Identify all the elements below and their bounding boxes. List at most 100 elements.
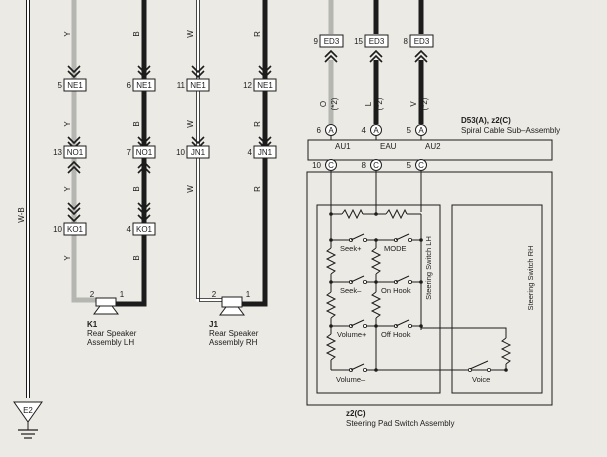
wire-color-labels: Y Y Y Y B B B B W W W R R R bbox=[63, 30, 262, 261]
pin-number: 1 bbox=[246, 290, 251, 299]
connector-ne1-row: 5 NE1 6 NE1 11 NE1 12 NE1 bbox=[58, 65, 277, 92]
spiral-terminal-label: EAU bbox=[380, 142, 397, 151]
wire-color-label: B bbox=[132, 31, 141, 36]
pin-number: 8 bbox=[404, 37, 409, 46]
pin-number: 5 bbox=[407, 126, 412, 135]
connector-box bbox=[186, 78, 210, 92]
pin-number: 7 bbox=[127, 148, 132, 157]
connector-ko1-row: 10 KO1 4 KO1 bbox=[53, 202, 156, 236]
speaker-icon bbox=[95, 297, 117, 307]
steering-pad-frame bbox=[306, 171, 553, 406]
wire-color-label: W bbox=[186, 185, 195, 193]
connector-label: NE1 bbox=[257, 81, 273, 90]
steering-switch-lh: Steering Switch LH bbox=[316, 171, 506, 394]
speaker-name: Rear Speaker bbox=[87, 329, 137, 338]
pin-number: 13 bbox=[53, 148, 62, 157]
connector-box bbox=[253, 78, 277, 92]
pin-letter: C bbox=[373, 161, 379, 170]
switch-lh-name: Steering Switch LH bbox=[424, 236, 433, 300]
speaker-name: Rear Speaker bbox=[209, 329, 259, 338]
pin-number: 4 bbox=[362, 126, 367, 135]
connector-label: NO1 bbox=[136, 148, 153, 157]
speaker-id: K1 bbox=[87, 320, 98, 329]
wire-color-label: Y bbox=[63, 121, 72, 127]
connector-box bbox=[319, 34, 344, 48]
switch-label: Off Hook bbox=[381, 330, 411, 339]
ed3-wires: 9 ED3 15 ED3 8 ED3 O (*2) L (*2) V (*2) bbox=[314, 0, 434, 124]
wire-color-label: O bbox=[319, 101, 328, 107]
switch-label: Volume– bbox=[336, 375, 366, 384]
steering-switch-rh: Steering Switch RH Voice bbox=[420, 204, 543, 394]
connector-label: JN1 bbox=[258, 148, 273, 157]
speaker-id: J1 bbox=[209, 320, 218, 329]
wire-color-label: V bbox=[409, 101, 418, 107]
connector-label: JN1 bbox=[191, 148, 206, 157]
connector-box bbox=[63, 145, 87, 159]
pad-name: Steering Pad Switch Assembly bbox=[346, 419, 455, 428]
connector-label: ED3 bbox=[414, 37, 430, 46]
spiral-code: D53(A), z2(C) bbox=[461, 116, 511, 125]
switch-rh-name: Steering Switch RH bbox=[526, 245, 535, 310]
pin-letter: A bbox=[418, 126, 424, 135]
pin-number: 6 bbox=[127, 81, 132, 90]
pin-number: 2 bbox=[212, 290, 217, 299]
connector-label: ED3 bbox=[369, 37, 385, 46]
pin-number: 5 bbox=[58, 81, 63, 90]
pin-letter: C bbox=[328, 161, 334, 170]
wire-color-label: W bbox=[186, 30, 195, 38]
wire-color-label: Y bbox=[63, 255, 72, 261]
wire-note: (*2) bbox=[420, 97, 429, 110]
connector-label: NE1 bbox=[136, 81, 152, 90]
connector-box bbox=[132, 222, 156, 236]
switch-label: Voice bbox=[472, 375, 490, 384]
speaker-j1: 2 1 J1 Rear Speaker Assembly RH bbox=[209, 290, 259, 347]
connector-mid-row: 13 NO1 7 NO1 10 JN1 4 JN1 bbox=[53, 136, 277, 174]
connector-label: NE1 bbox=[190, 81, 206, 90]
connector-box bbox=[63, 222, 87, 236]
switch-label: MODE bbox=[384, 244, 407, 253]
pin-number: 4 bbox=[127, 225, 132, 234]
connector-box bbox=[409, 34, 434, 48]
connector-label: KO1 bbox=[136, 225, 153, 234]
spiral-cable: D53(A), z2(C) Spiral Cable Sub–Assembly … bbox=[307, 116, 560, 171]
speaker-name2: Assembly RH bbox=[209, 338, 258, 347]
connector-box bbox=[186, 145, 210, 159]
speaker-name2: Assembly LH bbox=[87, 338, 134, 347]
wire-color-label: R bbox=[253, 186, 262, 192]
pin-letter: A bbox=[373, 126, 379, 135]
pin-number: 10 bbox=[176, 148, 185, 157]
pin-number: 5 bbox=[407, 161, 412, 170]
connector-label: KO1 bbox=[67, 225, 84, 234]
pin-number: 2 bbox=[90, 290, 95, 299]
connector-box bbox=[253, 145, 277, 159]
connector-box bbox=[132, 78, 156, 92]
switch-rh-box bbox=[451, 204, 543, 394]
wire-note: (*2) bbox=[375, 97, 384, 110]
ground-label: E2 bbox=[23, 406, 33, 415]
wire-note: (*2) bbox=[330, 97, 339, 110]
pin-number: 10 bbox=[312, 161, 321, 170]
wire-color-label: Y bbox=[63, 31, 72, 37]
connector-box bbox=[63, 78, 87, 92]
wire-color-label: R bbox=[253, 31, 262, 37]
connector-box bbox=[364, 34, 389, 48]
switch-label: Seek– bbox=[340, 286, 362, 295]
connector-label: NE1 bbox=[67, 81, 83, 90]
wire-color-label: Y bbox=[63, 186, 72, 192]
wire-color-label: L bbox=[364, 101, 373, 106]
pin-number: 12 bbox=[243, 81, 252, 90]
connector-box bbox=[132, 145, 156, 159]
speaker-wires bbox=[71, 0, 268, 307]
ground-symbol: E2 bbox=[13, 401, 43, 439]
spiral-cable-box bbox=[307, 139, 553, 161]
pin-number: 4 bbox=[248, 148, 253, 157]
pin-number: 9 bbox=[314, 37, 319, 46]
switch-lh-box bbox=[316, 204, 441, 394]
switch-label: Seek+ bbox=[340, 244, 362, 253]
wire-color-label: B bbox=[132, 121, 141, 126]
pin-number: 11 bbox=[177, 81, 186, 90]
wire-color-label: B bbox=[132, 186, 141, 191]
pin-letter: C bbox=[418, 161, 424, 170]
wire-color-label: B bbox=[132, 255, 141, 260]
